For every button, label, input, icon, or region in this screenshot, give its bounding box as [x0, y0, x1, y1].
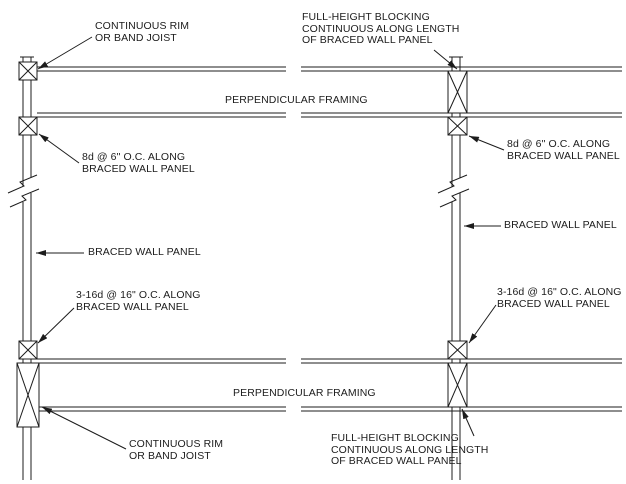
label-16d-nailing-left: 3-16d @ 16" O.C. ALONG BRACED WALL PANEL: [76, 289, 201, 313]
full-height-blocking-box-top: [447, 70, 468, 114]
full-height-blocking-box-bottom: [447, 362, 468, 408]
label-line: CONTINUOUS ALONG LENGTH: [331, 443, 489, 456]
x-mark: [447, 70, 468, 114]
x-mark: [18, 61, 38, 81]
label-line: 3-16d @ 16" O.C. ALONG: [497, 286, 622, 298]
label-line: FULL-HEIGHT BLOCKING: [302, 11, 430, 23]
x-mark: [447, 362, 468, 408]
leader-16d-right: [468, 304, 497, 344]
break-line: [9, 188, 40, 208]
blocking-box-left-lower: [18, 340, 38, 360]
label-line: BRACED WALL PANEL: [507, 149, 620, 162]
label-16d-nailing-right: 3-16d @ 16" O.C. ALONG BRACED WALL PANEL: [497, 286, 622, 310]
label-line: OR BAND JOIST: [129, 449, 211, 462]
label-line: CONTINUOUS RIM: [95, 20, 190, 32]
label-line: BRACED WALL PANEL: [76, 300, 189, 313]
label-line: CONTINUOUS ALONG LENGTH: [302, 22, 460, 35]
label-line: 8d @ 6" O.C. ALONG: [82, 151, 186, 163]
label-8d-nailing-right: 8d @ 6" O.C. ALONG BRACED WALL PANEL: [507, 138, 620, 162]
label-line: CONTINUOUS RIM: [129, 438, 224, 450]
label-line: OF BRACED WALL PANEL: [302, 34, 433, 47]
break-line: [7, 174, 38, 194]
x-mark: [447, 116, 468, 136]
rim-band-joist-box-top: [18, 61, 38, 81]
label-line: 8d @ 6" O.C. ALONG: [507, 138, 611, 150]
break-line: [439, 188, 470, 208]
leader-full-height-blocking-bottom: [461, 408, 475, 437]
label-line: 3-16d @ 16" O.C. ALONG: [76, 289, 201, 301]
leader-continuous-rim-bottom: [41, 406, 127, 450]
label-line: PERPENDICULAR FRAMING: [233, 387, 376, 399]
label-braced-wall-panel-right: BRACED WALL PANEL: [504, 219, 617, 232]
leader-full-height-blocking-top: [433, 49, 458, 70]
floor-lines-top-left: [37, 66, 286, 118]
leader-8d-left: [38, 133, 80, 164]
break-line: [437, 174, 468, 194]
label-continuous-rim-bottom: CONTINUOUS RIM OR BAND JOIST: [129, 438, 224, 462]
blocking-box-left-upper: [18, 116, 38, 136]
label-full-height-blocking-top: FULL-HEIGHT BLOCKING CONTINUOUS ALONG LE…: [302, 11, 460, 47]
break-symbol-right: [437, 174, 470, 208]
label-line: OF BRACED WALL PANEL: [331, 455, 462, 468]
label-line: FULL-HEIGHT BLOCKING: [331, 432, 459, 444]
leader-8d-right: [468, 135, 505, 151]
label-line: PERPENDICULAR FRAMING: [225, 94, 368, 106]
x-mark: [447, 340, 468, 360]
label-perpendicular-framing-bottom: PERPENDICULAR FRAMING: [233, 387, 376, 400]
label-full-height-blocking-bottom: FULL-HEIGHT BLOCKING CONTINUOUS ALONG LE…: [331, 432, 489, 468]
blocking-box-right-upper: [447, 116, 468, 136]
label-line: OR BAND JOIST: [95, 31, 177, 44]
label-continuous-rim-top: CONTINUOUS RIM OR BAND JOIST: [95, 20, 190, 44]
leader-continuous-rim-top: [37, 36, 93, 70]
label-perpendicular-framing-top: PERPENDICULAR FRAMING: [225, 94, 368, 107]
label-line: BRACED WALL PANEL: [82, 162, 195, 175]
label-line: BRACED WALL PANEL: [88, 246, 201, 258]
label-braced-wall-panel-left: BRACED WALL PANEL: [88, 246, 201, 259]
label-line: BRACED WALL PANEL: [497, 297, 610, 310]
label-8d-nailing-left: 8d @ 6" O.C. ALONG BRACED WALL PANEL: [82, 151, 195, 175]
label-line: BRACED WALL PANEL: [504, 219, 617, 231]
x-mark: [18, 116, 38, 136]
x-mark: [18, 340, 38, 360]
rim-band-joist-box-bottom: [16, 362, 40, 428]
floor-lines-bottom-left: [37, 358, 286, 412]
blocking-box-right-lower: [447, 340, 468, 360]
x-mark: [16, 362, 40, 428]
break-symbol-left: [7, 174, 40, 208]
leader-16d-left: [37, 307, 75, 344]
